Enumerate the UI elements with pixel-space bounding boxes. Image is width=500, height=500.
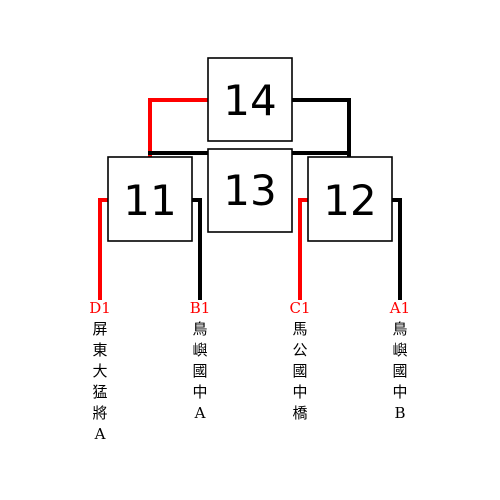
- team-name-char: 中: [192, 383, 208, 401]
- connector-c1-to-12: [298, 198, 310, 300]
- team-name-char: 大: [92, 362, 108, 380]
- match-number-14: 14: [223, 76, 276, 125]
- team-name-char: 將: [92, 404, 108, 422]
- team-d1: D1 屏 東 大 猛 將 A: [88, 298, 112, 445]
- team-seed-label: B1: [189, 299, 211, 317]
- team-name-char: 鳥: [192, 320, 208, 338]
- team-seed-label: D1: [89, 299, 111, 317]
- team-seed-label: C1: [289, 299, 311, 317]
- team-name-char: 猛: [92, 383, 108, 401]
- connector-11-to-14: [148, 98, 210, 159]
- match-box-13: [207, 148, 293, 233]
- team-name-char: 東: [92, 341, 108, 359]
- team-name-char: A: [194, 404, 206, 422]
- team-name-char: 公: [292, 341, 308, 359]
- team-name-char: 嶼: [392, 341, 408, 359]
- connector-d1-to-11: [98, 198, 110, 300]
- match-number-13: 13: [223, 166, 276, 215]
- team-name-char: 國: [292, 362, 308, 380]
- team-seed-label: A1: [389, 299, 411, 317]
- team-name-char: 橋: [292, 404, 308, 422]
- team-name-char: 鳥: [392, 320, 408, 338]
- match-box-11: [107, 156, 193, 242]
- team-c1: C1 馬 公 國 中 橋: [288, 298, 312, 424]
- team-name-char: 國: [392, 362, 408, 380]
- team-name-char: 嶼: [192, 341, 208, 359]
- team-b1: B1 鳥 嶼 國 中 A: [188, 298, 212, 424]
- team-name-char: 中: [292, 383, 308, 401]
- connector-a1-to-12: [390, 198, 402, 300]
- team-name-char: 馬: [292, 320, 308, 338]
- team-name-char: 屏: [92, 320, 108, 338]
- team-name-char: 中: [392, 383, 408, 401]
- match-box-12: [307, 156, 393, 242]
- match-number-12: 12: [323, 176, 376, 225]
- team-name-char: 國: [192, 362, 208, 380]
- team-name-char: B: [394, 404, 406, 422]
- connector-12-to-14: [290, 98, 351, 159]
- match-box-14: [207, 57, 293, 142]
- connector-b1-to-11: [190, 198, 202, 300]
- team-a1: A1 鳥 嶼 國 中 B: [388, 298, 412, 424]
- team-name-char: A: [94, 425, 106, 443]
- match-number-11: 11: [123, 176, 176, 225]
